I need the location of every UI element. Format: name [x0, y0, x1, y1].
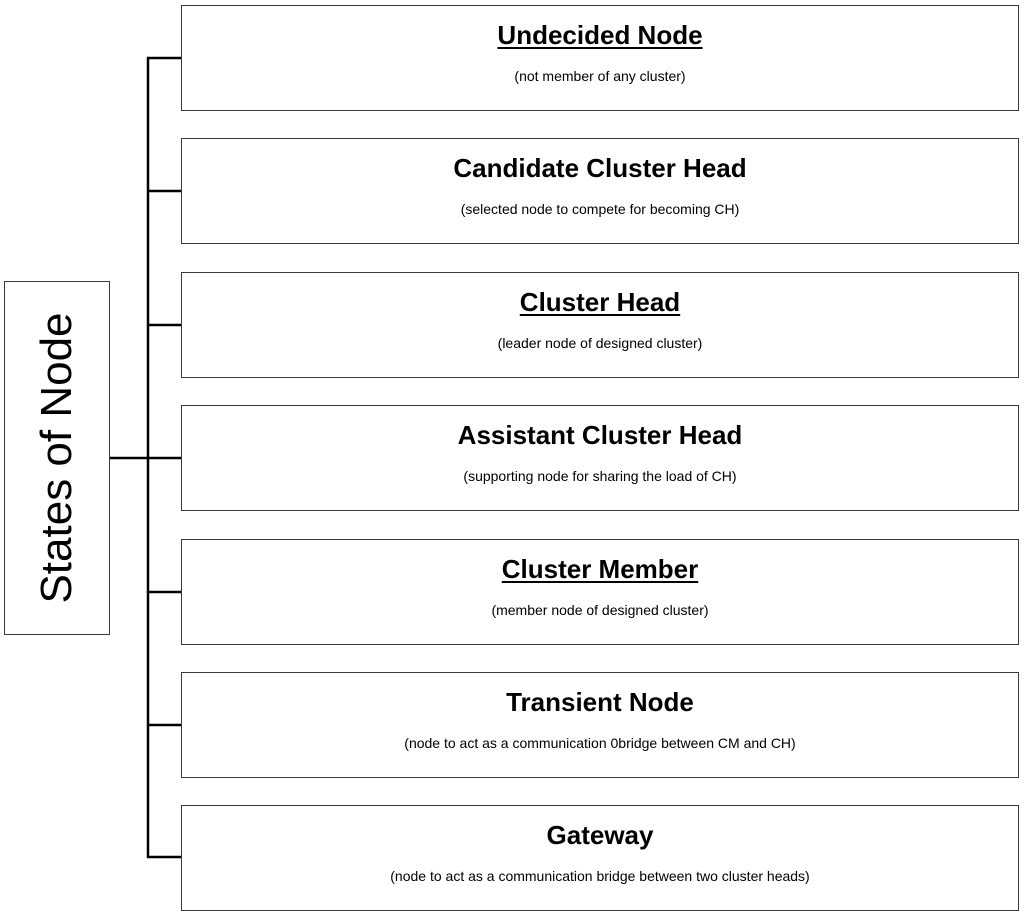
state-title: Cluster Member: [501, 554, 699, 584]
state-description: (node to act as a communication bridge b…: [390, 868, 810, 884]
state-description: (supporting node for sharing the load of…: [463, 468, 737, 484]
state-title: Transient Node: [506, 687, 694, 717]
state-title: Gateway: [546, 820, 654, 850]
state-box-gateway: Gateway (node to act as a communication …: [181, 805, 1019, 911]
state-box-transient-node: Transient Node (node to act as a communi…: [181, 672, 1019, 778]
root-node-box: States of Node: [4, 281, 110, 635]
state-title: Assistant Cluster Head: [457, 420, 743, 450]
state-box-candidate-cluster-head: Candidate Cluster Head (selected node to…: [181, 138, 1019, 244]
state-box-cluster-head: Cluster Head (leader node of designed cl…: [181, 272, 1019, 378]
state-description: (not member of any cluster): [514, 68, 686, 84]
state-description: (leader node of designed cluster): [497, 335, 703, 351]
state-title: Cluster Head: [519, 287, 681, 317]
state-box-undecided-node: Undecided Node (not member of any cluste…: [181, 5, 1019, 111]
state-title: Undecided Node: [497, 20, 703, 50]
state-description: (member node of designed cluster): [491, 602, 709, 618]
state-title: Candidate Cluster Head: [453, 153, 747, 183]
state-box-assistant-cluster-head: Assistant Cluster Head (supporting node …: [181, 405, 1019, 511]
state-description: (node to act as a communication 0bridge …: [404, 735, 796, 751]
state-box-cluster-member: Cluster Member (member node of designed …: [181, 539, 1019, 645]
root-node-label: States of Node: [32, 312, 81, 604]
state-description: (selected node to compete for becoming C…: [460, 201, 740, 217]
